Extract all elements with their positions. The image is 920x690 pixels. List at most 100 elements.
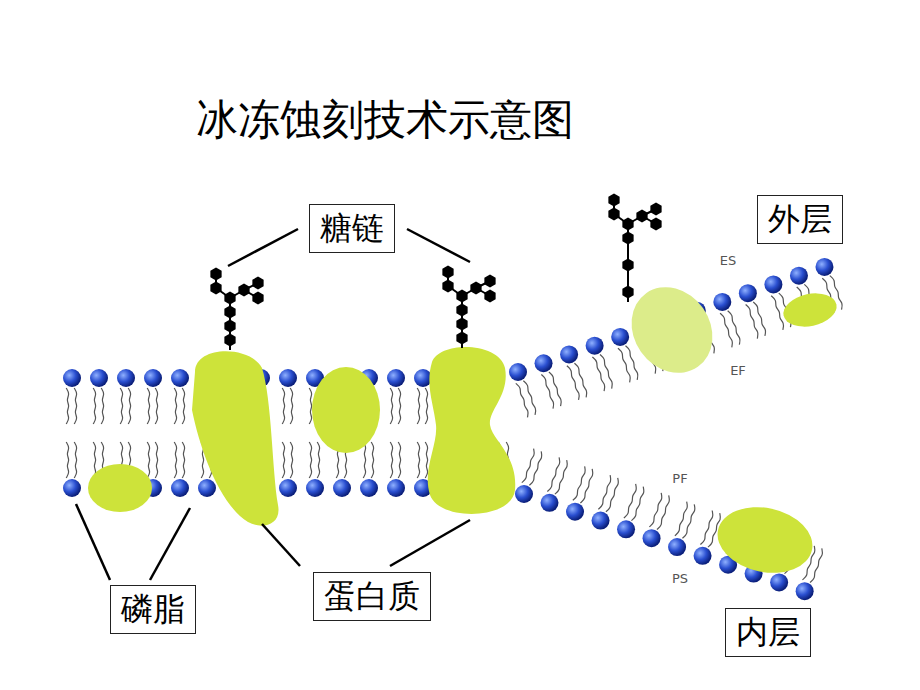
lipid-tail xyxy=(74,388,76,424)
sugar-chain xyxy=(210,268,263,351)
lipid-head xyxy=(535,354,553,372)
lipid-tail xyxy=(363,442,365,478)
lipid-tail xyxy=(649,493,661,527)
transmembrane-protein xyxy=(192,351,279,525)
lipid-tail xyxy=(573,466,585,500)
lipid-head xyxy=(739,284,757,302)
lipid-head xyxy=(414,369,432,387)
lipid-tail xyxy=(155,388,157,424)
lipid-tail xyxy=(66,442,68,478)
lipid-tail xyxy=(66,388,68,424)
lipid-tail xyxy=(398,442,400,478)
label-box: 内层 xyxy=(725,608,811,657)
lipid-tail xyxy=(657,495,669,529)
lipid-tail xyxy=(624,484,636,518)
lipid-head xyxy=(815,258,833,276)
lipid-tail xyxy=(600,354,612,388)
lipid-head xyxy=(333,479,351,497)
label-box: 外层 xyxy=(757,195,843,244)
lipid-tail xyxy=(529,451,541,485)
lipid-tail xyxy=(155,442,157,478)
inner-protein xyxy=(711,499,818,582)
label-text: 蛋白质 xyxy=(324,577,420,615)
lipid-tail xyxy=(522,449,534,483)
lipid-tail xyxy=(549,372,561,406)
lipid-head xyxy=(144,369,162,387)
lipid-head xyxy=(171,479,189,497)
lipid-tail xyxy=(101,388,103,424)
layer-label: EF xyxy=(730,363,746,378)
embedded-protein xyxy=(312,367,380,453)
lipid-tail xyxy=(753,302,765,336)
channel-protein xyxy=(428,347,515,514)
sugar-chain xyxy=(608,194,661,303)
lipid-tails xyxy=(66,276,842,583)
lipid-head xyxy=(387,369,405,387)
lipid-head xyxy=(63,369,81,387)
lipid-tail xyxy=(282,442,284,478)
lipid-head xyxy=(764,275,782,293)
label-text: 磷脂 xyxy=(121,590,185,628)
lipid-tail xyxy=(728,311,740,345)
outer-protein xyxy=(615,271,729,388)
lipid-head xyxy=(566,503,584,521)
lipid-tail xyxy=(282,388,284,424)
lipid-tail xyxy=(290,388,292,424)
lipid-tail xyxy=(618,348,630,382)
lipid-tail xyxy=(592,357,604,391)
lipid-tail xyxy=(625,346,637,380)
label-box: 蛋白质 xyxy=(313,572,431,621)
lipid-tail xyxy=(720,313,732,347)
lipid-head xyxy=(90,369,108,387)
lipid-tail xyxy=(682,504,694,538)
sugar-chains xyxy=(210,194,661,351)
lipid-tail xyxy=(700,511,712,545)
lipid-head xyxy=(306,479,324,497)
lipid-head xyxy=(643,529,661,547)
peripheral-protein xyxy=(88,464,152,512)
lipid-tail xyxy=(174,442,176,478)
lipid-tail xyxy=(606,478,618,512)
lipid-head xyxy=(592,512,610,530)
sugar-chain xyxy=(442,266,495,349)
lipid-tail xyxy=(574,363,586,397)
lipid-tail xyxy=(516,383,528,417)
lipid-tail xyxy=(598,475,610,509)
lipid-head xyxy=(360,479,378,497)
lipid-tail xyxy=(417,442,419,478)
lipid-tail xyxy=(390,388,392,424)
lipid-head xyxy=(586,337,604,355)
outer-small-protein xyxy=(780,289,839,332)
lipid-head xyxy=(117,369,135,387)
lipid-tail xyxy=(317,442,319,478)
lipid-tail xyxy=(309,442,311,478)
lipid-tail xyxy=(555,460,567,494)
proteins xyxy=(88,271,840,581)
layer-label: PF xyxy=(672,471,687,486)
lipid-head xyxy=(171,369,189,387)
lipid-tail xyxy=(417,388,419,424)
lipid-tail xyxy=(398,388,400,424)
lipid-tail xyxy=(746,305,758,339)
label-text: 糖链 xyxy=(320,209,384,247)
lipid-tail xyxy=(547,457,559,491)
label-text: 外层 xyxy=(768,200,832,238)
lipid-head xyxy=(63,479,81,497)
lipid-head xyxy=(509,363,527,381)
lipid-tail xyxy=(147,442,149,478)
lipid-head xyxy=(611,328,629,346)
lipid-tail xyxy=(128,388,130,424)
label-box: 糖链 xyxy=(309,204,395,253)
lipid-head xyxy=(770,573,788,591)
label-text: 内层 xyxy=(736,613,800,651)
lipid-tail xyxy=(541,375,553,409)
lipid-tail xyxy=(182,442,184,478)
layer-label: ES xyxy=(720,253,736,268)
lipid-tail xyxy=(631,487,643,521)
lipid-head xyxy=(617,520,635,538)
leader-lines xyxy=(76,229,470,580)
lipid-tail xyxy=(309,388,311,424)
lipid-head xyxy=(387,479,405,497)
lipid-head xyxy=(279,479,297,497)
